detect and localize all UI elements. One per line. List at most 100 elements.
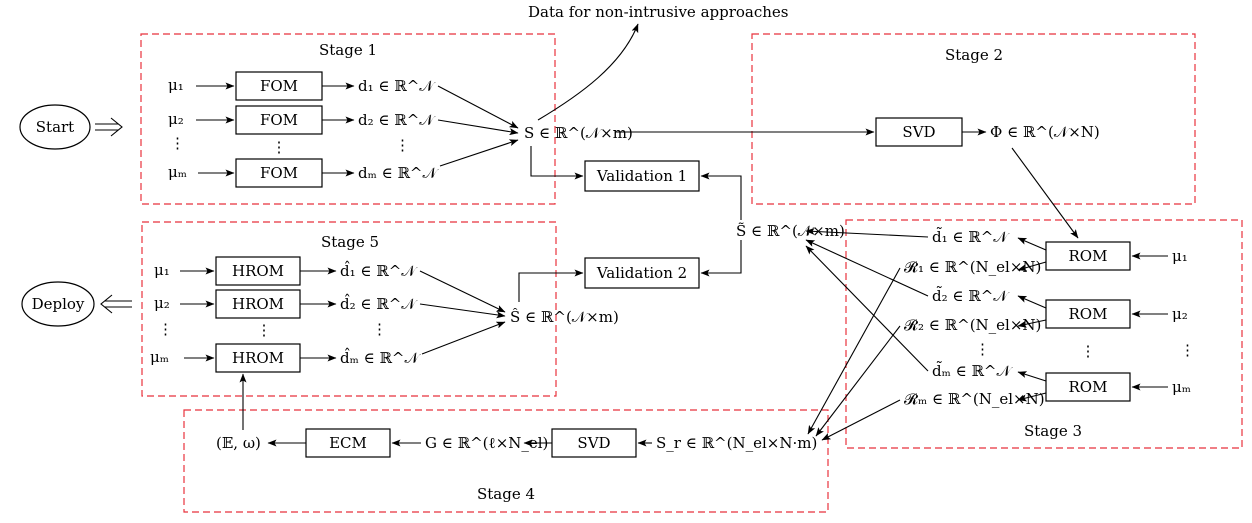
rom-box-1 (1045, 241, 1131, 271)
vdots-dt: ⋮ (975, 340, 990, 358)
rom-box-2 (1045, 299, 1131, 329)
arrow-Stilde-validation1 (700, 172, 742, 220)
arrow-rom2-R2 (1017, 319, 1047, 328)
deploy-label: Deploy (32, 295, 85, 313)
R2-label: 𝓡₂ ∈ ℝ^(N_el×N) (904, 316, 1041, 334)
hrom-box-2 (215, 289, 301, 319)
G-label: G ∈ ℝ^(ℓ×N_el) (425, 434, 548, 452)
arrow-R1-Sr (807, 267, 901, 435)
rom-box-m (1045, 372, 1131, 402)
phi-label: Φ ∈ ℝ^(𝒩×N) (990, 123, 1100, 141)
arrow-rom1-R1 (1017, 261, 1047, 272)
arrow-dh1-Shat (419, 270, 506, 313)
arrow-dh2-Shat (419, 303, 506, 319)
d1-label: d₁ ∈ ℝ^𝒩 (358, 77, 436, 95)
mu-m-s5: μₘ (150, 348, 169, 366)
vdots-mu-s5: ⋮ (158, 320, 173, 338)
start-label: Start (36, 118, 74, 136)
fom-label-2: FOM (260, 111, 298, 129)
arrow-rom1-dt1 (1017, 237, 1047, 251)
arrow-romm-Rm (1017, 392, 1047, 402)
stage-5-frame (141, 221, 557, 397)
vdots-dh: ⋮ (372, 320, 387, 338)
arrow-rom2-dt2 (1017, 295, 1047, 309)
stage-3-label: Stage 3 (1024, 422, 1082, 440)
arrow-Shat-validation2 (518, 269, 584, 302)
svd-box-stage2 (875, 117, 963, 147)
validation-2-box (584, 257, 700, 289)
dh1-label: d̂₁ ∈ ℝ^𝒩 (340, 261, 418, 280)
mu-1-s5: μ₁ (154, 261, 170, 279)
arrow-dt1-Stilde (805, 227, 929, 238)
mu-m-s3: μₘ (1172, 378, 1191, 396)
fom-box-2 (235, 105, 323, 135)
deploy-node (21, 281, 95, 327)
svd-box-stage4 (551, 428, 637, 458)
arrow-d1-S (437, 85, 519, 129)
stage-2-frame (751, 33, 1196, 205)
arrow-romm-dtm (1017, 371, 1047, 382)
rom-label-1: ROM (1069, 247, 1108, 265)
arrow-S-nonintrusive (537, 23, 639, 121)
Ew-label: (𝔼, ω) (216, 434, 261, 452)
S-tilde-label: S̃ ∈ ℝ^(𝒩×m) (736, 222, 845, 240)
svd-label-stage2: SVD (902, 123, 935, 141)
ecm-label: ECM (329, 434, 367, 452)
hrom-label-m: HROM (232, 349, 284, 367)
mu-2-s5: μ₂ (154, 294, 170, 312)
stage-4-label: Stage 4 (477, 485, 535, 503)
svd-label-stage4: SVD (577, 434, 610, 452)
mu-2-s3: μ₂ (1172, 305, 1188, 323)
rom-label-m: ROM (1069, 378, 1108, 396)
stage-5-label: Stage 5 (321, 233, 379, 251)
vdots-hrom: ⋮ (257, 321, 272, 339)
mu-m-s1: μₘ (168, 163, 187, 181)
ecm-box (305, 428, 391, 458)
arrow-phi-rom (1011, 147, 1079, 239)
S-label: S ∈ ℝ^(𝒩×m) (524, 124, 633, 142)
arrow-dt2-Stilde (805, 239, 929, 297)
validation-2-label: Validation 2 (596, 264, 687, 282)
mu-2-s1: μ₂ (168, 110, 184, 128)
non-intrusive-note: Data for non-intrusive approaches (528, 3, 789, 21)
validation-1-box (584, 160, 700, 192)
S-hat-label: Ŝ ∈ ℝ^(𝒩×m) (510, 308, 619, 326)
stage-1-label: Stage 1 (319, 41, 377, 59)
vdots-fom: ⋮ (272, 138, 287, 156)
fom-box-m (235, 158, 323, 188)
d2-label: d₂ ∈ ℝ^𝒩 (358, 111, 436, 129)
hrom-box-1 (215, 256, 301, 286)
fom-label-1: FOM (260, 77, 298, 95)
vdots-mu-s1: ⋮ (170, 134, 185, 152)
vdots-mu-s3: ⋮ (1180, 341, 1195, 359)
dm-label: dₘ ∈ ℝ^𝒩 (358, 164, 439, 182)
hrom-box-m (215, 343, 301, 373)
arrow-R2-Sr (815, 325, 901, 437)
arrow-dm-S (439, 139, 519, 167)
stage-3-frame (845, 219, 1243, 449)
mu-1-s1: μ₁ (168, 76, 184, 94)
vdots-rom: ⋮ (1081, 342, 1096, 360)
dh2-label: d̂₂ ∈ ℝ^𝒩 (340, 294, 418, 313)
deploy-double-arrow (100, 294, 132, 314)
arrow-Stilde-validation2 (700, 240, 742, 277)
dtm-label: d̃ₘ ∈ ℝ^𝒩 (932, 361, 1013, 380)
arrow-S-validation1 (530, 146, 584, 180)
start-node (19, 104, 91, 150)
arrow-d2-S (437, 119, 519, 136)
hrom-label-1: HROM (232, 262, 284, 280)
Sr-label: S_r ∈ ℝ^(N_el×N·m) (656, 434, 817, 452)
Rm-label: 𝓡ₘ ∈ ℝ^(N_el×N) (904, 390, 1045, 408)
stage-2-label: Stage 2 (945, 46, 1003, 64)
validation-1-label: Validation 1 (596, 167, 687, 185)
fom-label-m: FOM (260, 164, 298, 182)
arrow-dhm-Shat (421, 321, 506, 355)
hrom-label-2: HROM (232, 295, 284, 313)
arrow-Rm-Sr (821, 399, 901, 441)
stage-1-frame (140, 33, 556, 205)
rom-label-2: ROM (1069, 305, 1108, 323)
dt1-label: d̃₁ ∈ ℝ^𝒩 (932, 227, 1010, 246)
vdots-d: ⋮ (395, 136, 410, 154)
stage-4-frame (183, 409, 829, 513)
